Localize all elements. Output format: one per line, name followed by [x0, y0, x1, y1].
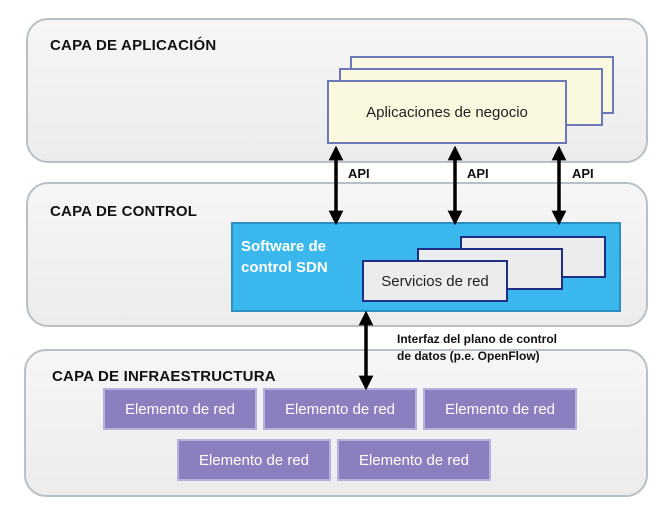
network-element-1: Elemento de red	[103, 388, 257, 430]
api-label-1: API	[348, 166, 370, 181]
network-element-3: Elemento de red	[423, 388, 577, 430]
application-layer-title: CAPA DE APLICACIÓN	[50, 37, 217, 54]
network-services-label: Servicios de red	[381, 272, 489, 290]
network-element-4: Elemento de red	[177, 439, 331, 481]
service-card-front: Servicios de red	[362, 260, 508, 302]
network-element-2: Elemento de red	[263, 388, 417, 430]
api-label-3: API	[572, 166, 594, 181]
api-label-2: API	[467, 166, 489, 181]
southbound-interface-label: Interfaz del plano de control de datos (…	[397, 332, 558, 363]
sdn-software-label: Software de control SDN	[241, 238, 328, 276]
business-apps-label: Aplicaciones de negocio	[366, 103, 528, 121]
control-layer-title: CAPA DE CONTROL	[50, 203, 198, 220]
app-card-front: Aplicaciones de negocio	[327, 80, 567, 144]
network-element-5: Elemento de red	[337, 439, 491, 481]
infrastructure-layer-title: CAPA DE INFRAESTRUCTURA	[52, 368, 276, 385]
